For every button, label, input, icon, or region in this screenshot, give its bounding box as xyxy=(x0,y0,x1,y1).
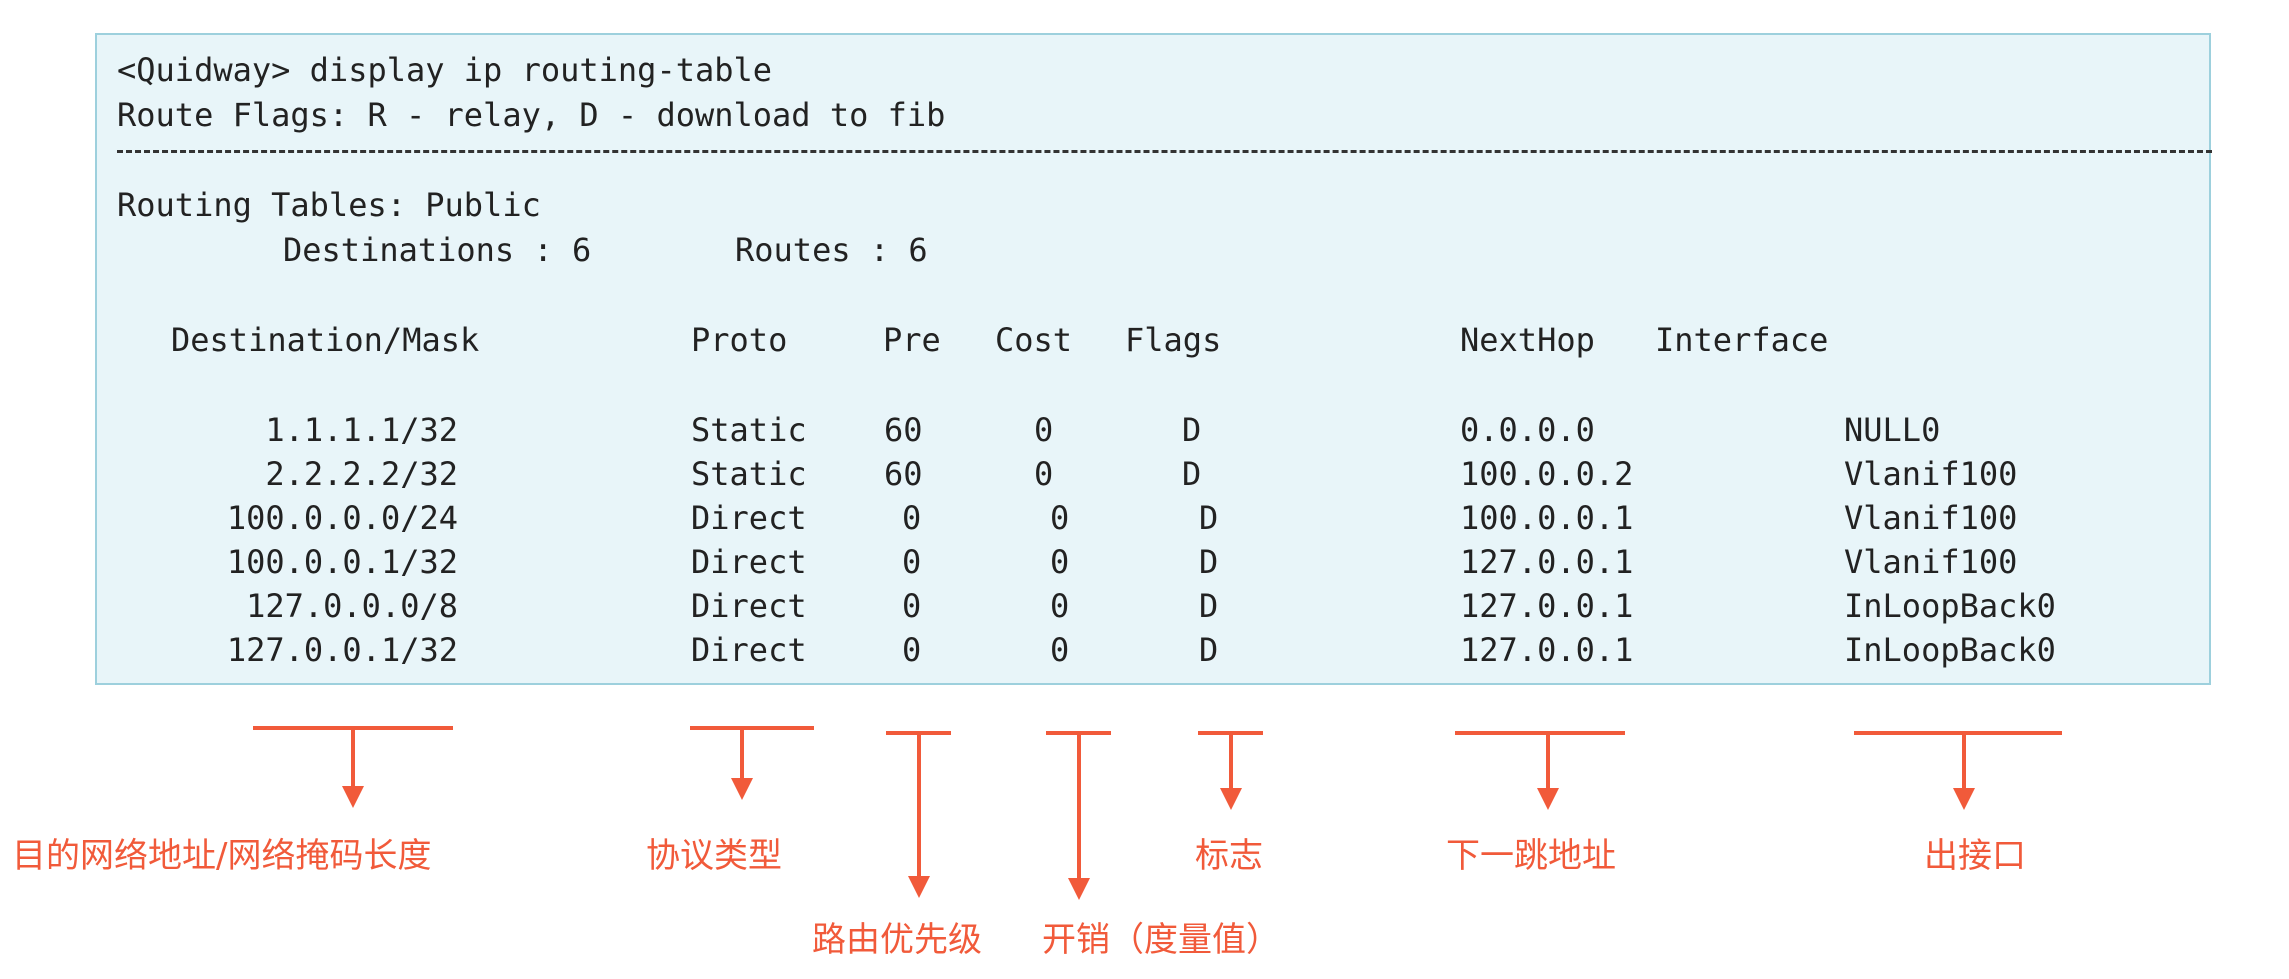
arrow-down-icon xyxy=(1537,788,1559,810)
table-row: 2.2.2.2/32 Static 60 0 D 100.0.0.2 Vlani… xyxy=(0,452,2289,496)
cell-destination: 100.0.0.1/32 xyxy=(226,543,458,581)
cell-pre: 60 xyxy=(884,455,923,493)
underline-bar xyxy=(1198,731,1263,735)
cell-nexthop: 0.0.0.0 xyxy=(1460,411,1595,449)
terminal-output-panel xyxy=(95,33,2211,685)
annotation-label-proto: 协议类型 xyxy=(646,836,782,876)
annotation-label-cost: 开销（度量值） xyxy=(1042,920,1280,960)
routes-count: Routes : 6 xyxy=(735,231,928,269)
table-row: 127.0.0.1/32 Direct 0 0 D 127.0.0.1 InLo… xyxy=(0,628,2289,672)
cell-interface: NULL0 xyxy=(1844,411,1941,449)
cell-proto: Direct xyxy=(691,543,807,581)
table-row: 1.1.1.1/32 Static 60 0 D 0.0.0.0 NULL0 xyxy=(0,408,2289,452)
table-row: 100.0.0.0/24 Direct 0 0 D 100.0.0.1 Vlan… xyxy=(0,496,2289,540)
cell-proto: Direct xyxy=(691,499,807,537)
table-row: 127.0.0.0/8 Direct 0 0 D 127.0.0.1 InLoo… xyxy=(0,584,2289,628)
command-line: <Quidway> display ip routing-table xyxy=(117,51,773,89)
cell-flags: D xyxy=(1182,411,1202,449)
header-nexthop: NextHop xyxy=(1460,321,1595,359)
annotation-label-destination: 目的网络地址/网络掩码长度 xyxy=(12,836,432,876)
table-row: 100.0.0.1/32 Direct 0 0 D 127.0.0.1 Vlan… xyxy=(0,540,2289,584)
arrow-down-icon xyxy=(1068,878,1090,900)
cell-nexthop: 127.0.0.1 xyxy=(1460,631,1634,669)
cell-destination: 2.2.2.2/32 xyxy=(265,455,458,493)
arrow-shaft xyxy=(1229,735,1233,790)
cell-cost: 0 xyxy=(1050,631,1070,669)
cell-interface: Vlanif100 xyxy=(1844,499,2018,537)
header-destination: Destination/Mask xyxy=(171,321,480,359)
cell-flags: D xyxy=(1199,543,1219,581)
cell-cost: 0 xyxy=(1050,499,1070,537)
underline-bar xyxy=(1046,731,1111,735)
route-flags-line: Route Flags: R - relay, D - download to … xyxy=(117,96,946,134)
cell-interface: InLoopBack0 xyxy=(1844,631,2056,669)
separator-line xyxy=(117,150,2212,153)
header-cost: Cost xyxy=(995,321,1073,359)
cell-destination: 127.0.0.1/32 xyxy=(226,631,458,669)
cell-proto: Static xyxy=(691,411,807,449)
cell-destination: 1.1.1.1/32 xyxy=(265,411,458,449)
arrow-down-icon xyxy=(731,778,753,800)
annotation-label-interface: 出接口 xyxy=(1924,836,2026,876)
header-flags: Flags xyxy=(1125,321,1222,359)
cell-destination: 100.0.0.0/24 xyxy=(226,499,458,537)
cell-flags: D xyxy=(1182,455,1202,493)
cell-cost: 0 xyxy=(1050,543,1070,581)
cell-nexthop: 100.0.0.1 xyxy=(1460,499,1634,537)
arrow-shaft xyxy=(1077,735,1081,880)
cell-interface: Vlanif100 xyxy=(1844,455,2018,493)
underline-bar xyxy=(690,726,814,730)
underline-bar xyxy=(1854,731,2062,735)
arrow-shaft xyxy=(351,730,355,788)
arrow-shaft xyxy=(1962,735,1966,790)
cell-cost: 0 xyxy=(1034,455,1054,493)
cell-pre: 0 xyxy=(902,631,922,669)
cell-pre: 0 xyxy=(902,543,922,581)
routing-tables-line: Routing Tables: Public xyxy=(117,186,541,224)
cell-flags: D xyxy=(1199,631,1219,669)
arrow-down-icon xyxy=(342,786,364,808)
cell-pre: 60 xyxy=(884,411,923,449)
destinations-count: Destinations : 6 xyxy=(283,231,592,269)
annotation-label-nexthop: 下一跳地址 xyxy=(1446,836,1616,876)
cell-flags: D xyxy=(1199,499,1219,537)
cell-nexthop: 100.0.0.2 xyxy=(1460,455,1634,493)
arrow-down-icon xyxy=(908,876,930,898)
arrow-down-icon xyxy=(1953,788,1975,810)
cell-pre: 0 xyxy=(902,499,922,537)
annotation-label-flags: 标志 xyxy=(1195,836,1263,876)
header-proto: Proto xyxy=(691,321,788,359)
cell-flags: D xyxy=(1199,587,1219,625)
cell-interface: Vlanif100 xyxy=(1844,543,2018,581)
cell-destination: 127.0.0.0/8 xyxy=(246,587,458,625)
cell-cost: 0 xyxy=(1050,587,1070,625)
cell-nexthop: 127.0.0.1 xyxy=(1460,543,1634,581)
cell-cost: 0 xyxy=(1034,411,1054,449)
arrow-shaft xyxy=(917,735,921,878)
underline-bar xyxy=(1455,731,1625,735)
arrow-shaft xyxy=(740,730,744,780)
cell-pre: 0 xyxy=(902,587,922,625)
underline-bar xyxy=(253,726,453,730)
arrow-down-icon xyxy=(1220,788,1242,810)
cell-proto: Static xyxy=(691,455,807,493)
cell-proto: Direct xyxy=(691,631,807,669)
cell-interface: InLoopBack0 xyxy=(1844,587,2056,625)
header-pre: Pre xyxy=(883,321,941,359)
underline-bar xyxy=(886,731,951,735)
cell-proto: Direct xyxy=(691,587,807,625)
annotation-label-pre: 路由优先级 xyxy=(812,920,982,960)
cell-nexthop: 127.0.0.1 xyxy=(1460,587,1634,625)
arrow-shaft xyxy=(1546,735,1550,790)
header-interface: Interface xyxy=(1655,321,1829,359)
